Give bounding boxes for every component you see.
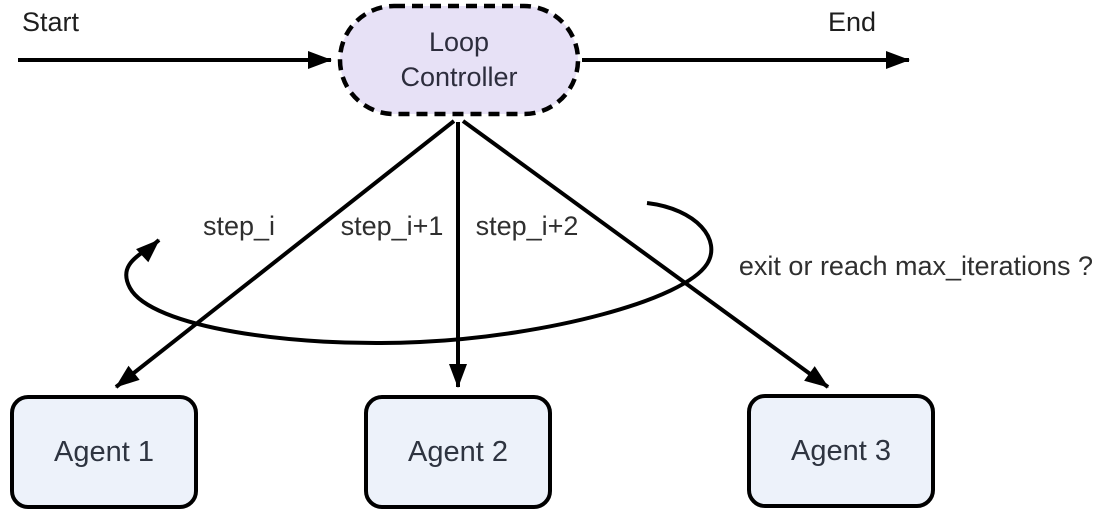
loop-exit-label: exit or reach max_iterations ? (738, 251, 1094, 282)
start-label: Start (22, 7, 80, 37)
end-label: End (828, 7, 877, 37)
edge-label-step-i2: step_i+2 (475, 211, 579, 242)
edge-label-step-i: step_i (202, 211, 276, 242)
agent-1-label: Agent 1 (54, 435, 154, 468)
agent-3-node: Agent 3 (747, 394, 935, 508)
agent-2-node: Agent 2 (364, 395, 552, 509)
agent-1-node: Agent 1 (10, 395, 198, 509)
agent-3-label: Agent 3 (791, 434, 891, 467)
loop-arrow-icon (124, 201, 714, 346)
edge-step-i2 (461, 119, 830, 389)
edge-step-i (114, 119, 456, 389)
loop-controller-label: Loop Controller (400, 26, 518, 92)
loop-controller-node (337, 3, 581, 117)
edge-label-step-i1: step_i+1 (340, 211, 444, 242)
agent-2-label: Agent 2 (408, 435, 508, 468)
